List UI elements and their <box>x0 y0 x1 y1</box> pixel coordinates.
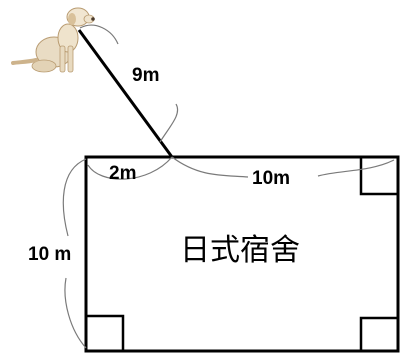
leash-line <box>77 29 174 158</box>
building-rectangle <box>84 155 400 353</box>
right-angle-marker-top-right <box>359 155 400 196</box>
left-side-brace <box>62 158 87 349</box>
building-name-label: 日式宿舍 <box>180 233 300 268</box>
left-side-length-label: 10 m <box>28 244 72 265</box>
dog-illustration <box>11 7 95 73</box>
top-side-brace <box>171 156 395 178</box>
tether-offset-brace <box>87 156 173 180</box>
right-angle-marker-bottom-right <box>359 316 400 353</box>
top-side-length-label: 10m <box>252 168 291 189</box>
leash-length-label: 9m <box>132 65 160 86</box>
leash-brace <box>79 24 179 143</box>
tether-offset-label: 2m <box>109 163 137 184</box>
right-angle-marker-bottom-left <box>84 314 125 353</box>
